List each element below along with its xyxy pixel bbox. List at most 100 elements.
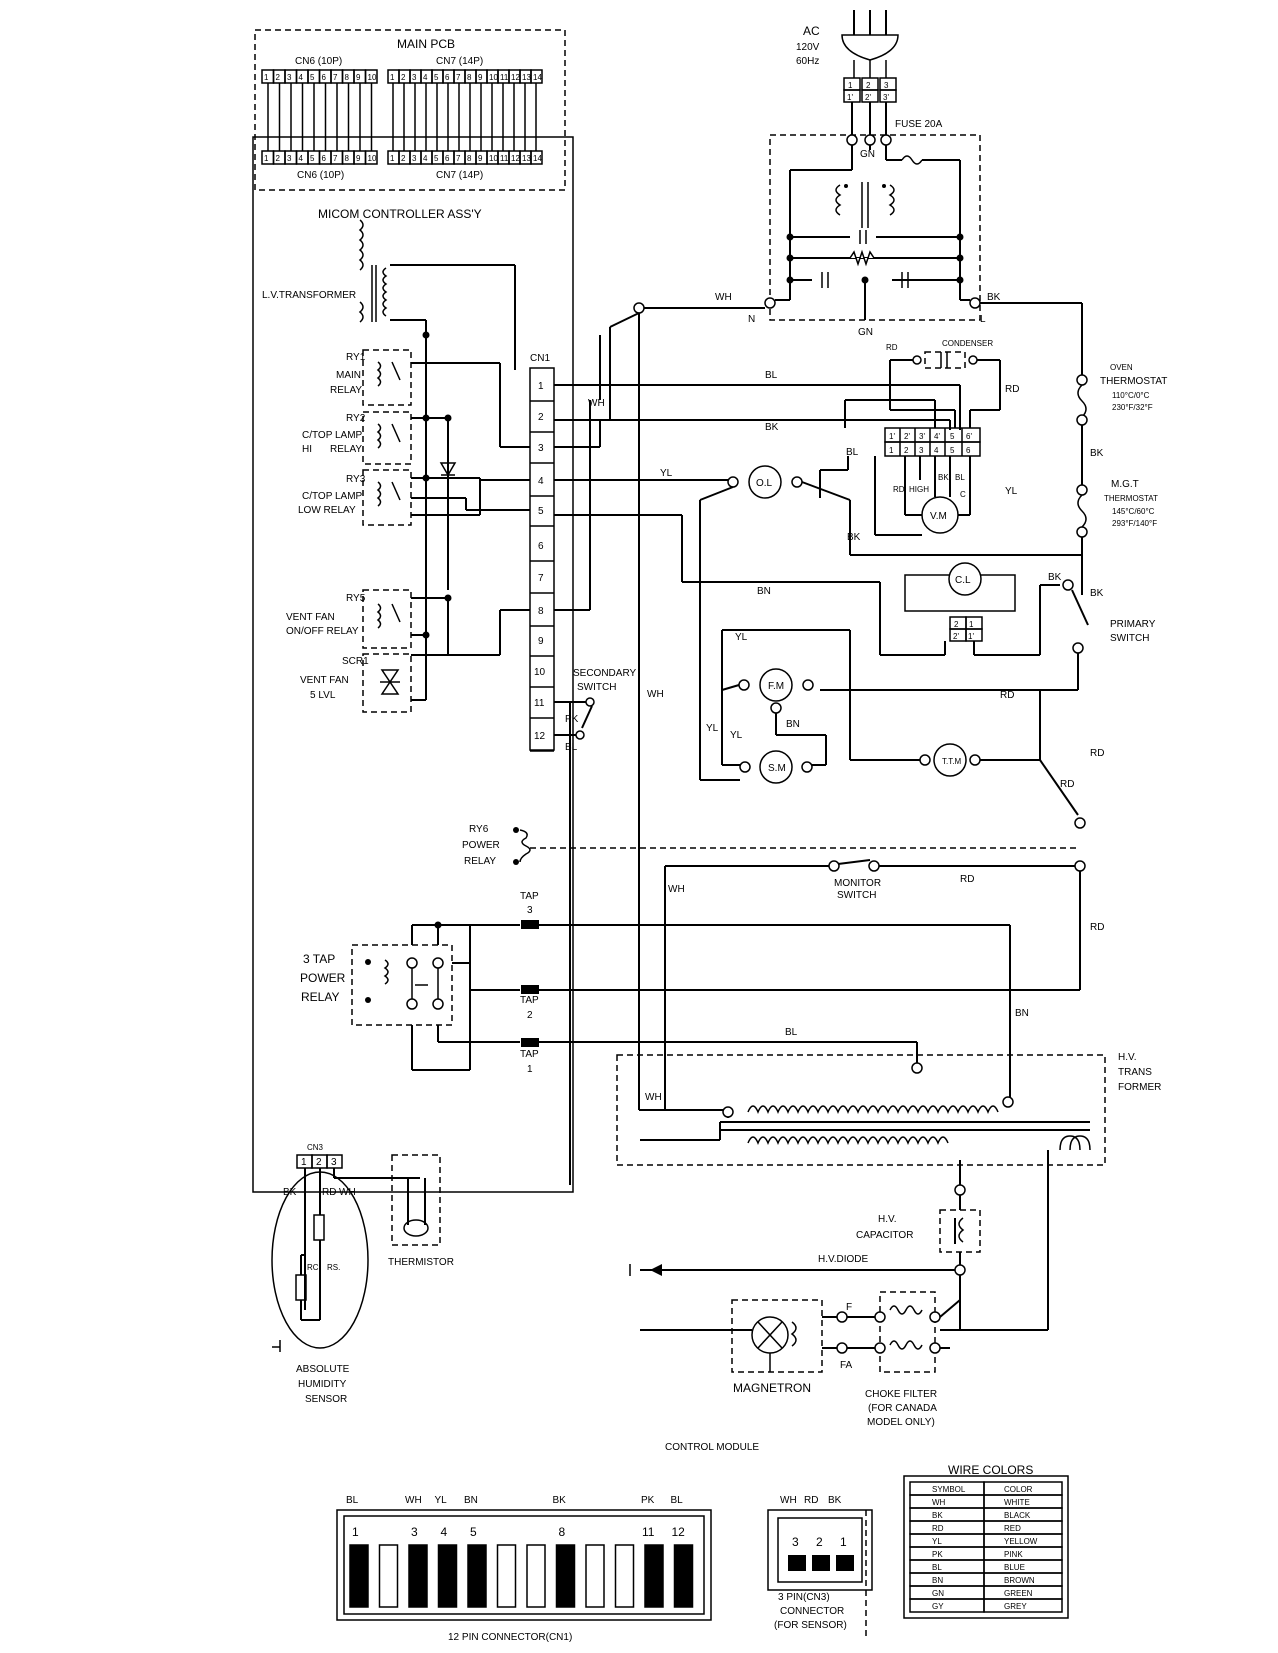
cn1-pin-slot [673,1544,694,1608]
cn1-pin-slot [526,1544,546,1608]
wire-color-name: PINK [1004,1550,1023,1559]
cn7-top-pin: 6 [445,73,450,82]
cn6-top-pin: 4 [299,73,304,82]
wire-rd-mon: RD [960,874,974,885]
wire-bk-ps1: BK [1048,572,1062,583]
tap-power-label1: 3 TAP [303,952,335,966]
cn7-bottom-pin: 14 [533,154,542,163]
ry6-desc2: RELAY [464,856,496,867]
cn1-pin-1: 1 [538,381,544,392]
ttm-label: T.T.M [942,757,961,766]
cn7-top-pin: 4 [423,73,428,82]
secondary-switch-label2: SWITCH [577,682,616,693]
cn3-wire-label: WH [780,1495,797,1506]
wire-rd-cn3: RD [322,1187,336,1198]
cn1-pin-6: 6 [538,541,544,552]
cn1-wire-label: WH [405,1495,422,1506]
cn6-bottom-pin: 6 [322,154,327,163]
wire-color-name: GREY [1004,1602,1027,1611]
cn3-pin-number: 2 [816,1535,823,1549]
cn1-connector-title: 12 PIN CONNECTOR(CN1) [448,1632,572,1643]
cn6-bottom-pin: 2 [276,154,281,163]
ry5-relay [362,589,412,649]
cn7-top-pin: 5 [434,73,439,82]
wire-colors-title: WIRE COLORS [948,1463,1033,1477]
cn3-pin-number: 1 [840,1535,847,1549]
cn1-wire-label: BL [346,1495,359,1506]
cl-label: C.L [955,575,971,586]
cn7-bottom-pin: 1 [390,154,395,163]
f-label: F [846,1302,852,1313]
gn-label-top: GN [860,149,875,160]
cn6-bottom-pin: 3 [287,154,292,163]
magnetron-label: MAGNETRON [733,1381,811,1395]
wire-color-symbol: GN [932,1589,944,1598]
cn3-wire-label: BK [828,1495,842,1506]
cn1-pin-10: 10 [534,667,546,678]
hv-diode [629,1264,955,1276]
cn1-pin-slot [349,1544,369,1608]
cn1-pin-slot [467,1544,487,1608]
hv-capacitor [939,1200,981,1330]
svg-text:2: 2 [904,446,909,455]
lv-transformer-label: L.V.TRANSFORMER [262,290,356,301]
ry2-label: RY2 [346,413,366,424]
svg-text:5: 5 [950,432,955,441]
wire-colors-cell [909,1546,985,1561]
sm-label: S.M [768,763,786,774]
cn7-top-pin: 7 [456,73,461,82]
wire-color-symbol: PK [932,1550,943,1559]
cn6-bottom-pin: 7 [333,154,338,163]
cn7-top-pin: 8 [467,73,472,82]
ry6-label: RY6 [469,824,489,835]
wire-wh-v: WH [647,689,664,700]
wire-color-name: YELLOW [1004,1537,1038,1546]
scr1-desc2: 5 LVL [310,690,336,701]
cn1-pin-number: 1 [352,1525,359,1539]
ry1-label: RY1 [346,352,366,363]
cn6-top-pin: 2 [276,73,281,82]
rs-label: RS. [327,1263,340,1272]
cn7-bottom-pin: 9 [478,154,483,163]
wire-colors-cell [909,1559,985,1574]
ry5-desc1: VENT FAN [286,612,335,623]
wire-color-symbol: BK [932,1511,943,1520]
ac-volts: 120V [796,42,820,53]
tap2-label: TAP [520,995,539,1006]
tap-power-label2: POWER [300,971,346,985]
wire-color-symbol: GY [932,1602,944,1611]
wire-color-symbol: BN [932,1576,943,1585]
svg-text:5: 5 [950,446,955,455]
cn3-connector: 1 2 3 [296,1154,420,1310]
svg-text:3: 3 [919,446,924,455]
cn1-12pin-connector [336,1509,712,1621]
secondary-switch-label1: SECONDARY [573,668,636,679]
cn7-top-pin: 12 [511,73,520,82]
cn7-bottom-pin: 6 [445,154,450,163]
cn6-top-pin: 10 [368,73,377,82]
cn1-pin-3: 3 [538,443,544,454]
ry3-relay [362,469,412,526]
wire-wh-hv: WH [645,1092,662,1103]
vm-c: C [960,490,966,499]
thermistor [391,1154,441,1246]
tap3-label: TAP [520,891,539,902]
ry5-desc2: ON/OFF RELAY [286,626,359,637]
tap2-num: 2 [527,1010,533,1021]
wire-wh-2: WH [588,398,605,409]
ry2-desc3: RELAY [330,444,362,455]
wire-yl-vm: YL [1005,486,1018,497]
cn1-pin-slot [644,1544,664,1608]
controller-internal-wiring [411,320,530,701]
sensor-label1: ABSOLUTE [296,1364,350,1375]
n-label: N [748,314,755,325]
wire-colors-header: SYMBOL [932,1485,966,1494]
wire-yl-fm: YL [735,632,748,643]
cn1-pin-number: 12 [672,1525,686,1539]
mgt-label3: 145°C/60°C [1112,507,1155,516]
svg-text:1': 1' [968,632,974,641]
wire-rd-vm: RD [893,485,905,494]
